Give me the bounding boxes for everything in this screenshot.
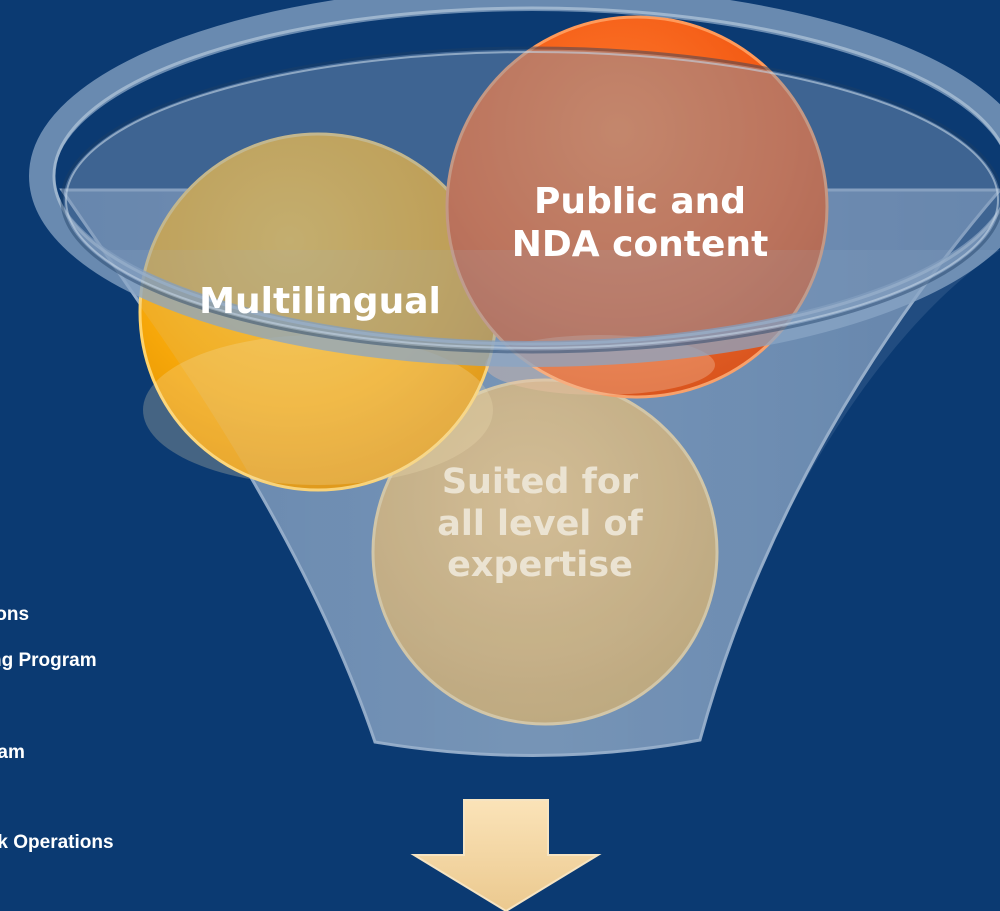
side-list-item: ram (0, 742, 25, 763)
label-multilingual: Multilingual (199, 281, 441, 322)
label-suited-expertise: Suited for all level of expertise (437, 462, 643, 586)
side-list-item: ions (0, 604, 30, 625)
circle-suited (371, 378, 719, 726)
down-arrow-icon (410, 799, 602, 911)
label-public-nda: Public and NDA content (511, 181, 769, 266)
side-list-item: ng Program (0, 650, 97, 671)
funnel-opening (60, 46, 1000, 354)
circle-public-nda (445, 15, 829, 399)
funnel-rim-outer (29, 0, 1000, 367)
side-list-item: rk Operations (0, 832, 114, 853)
